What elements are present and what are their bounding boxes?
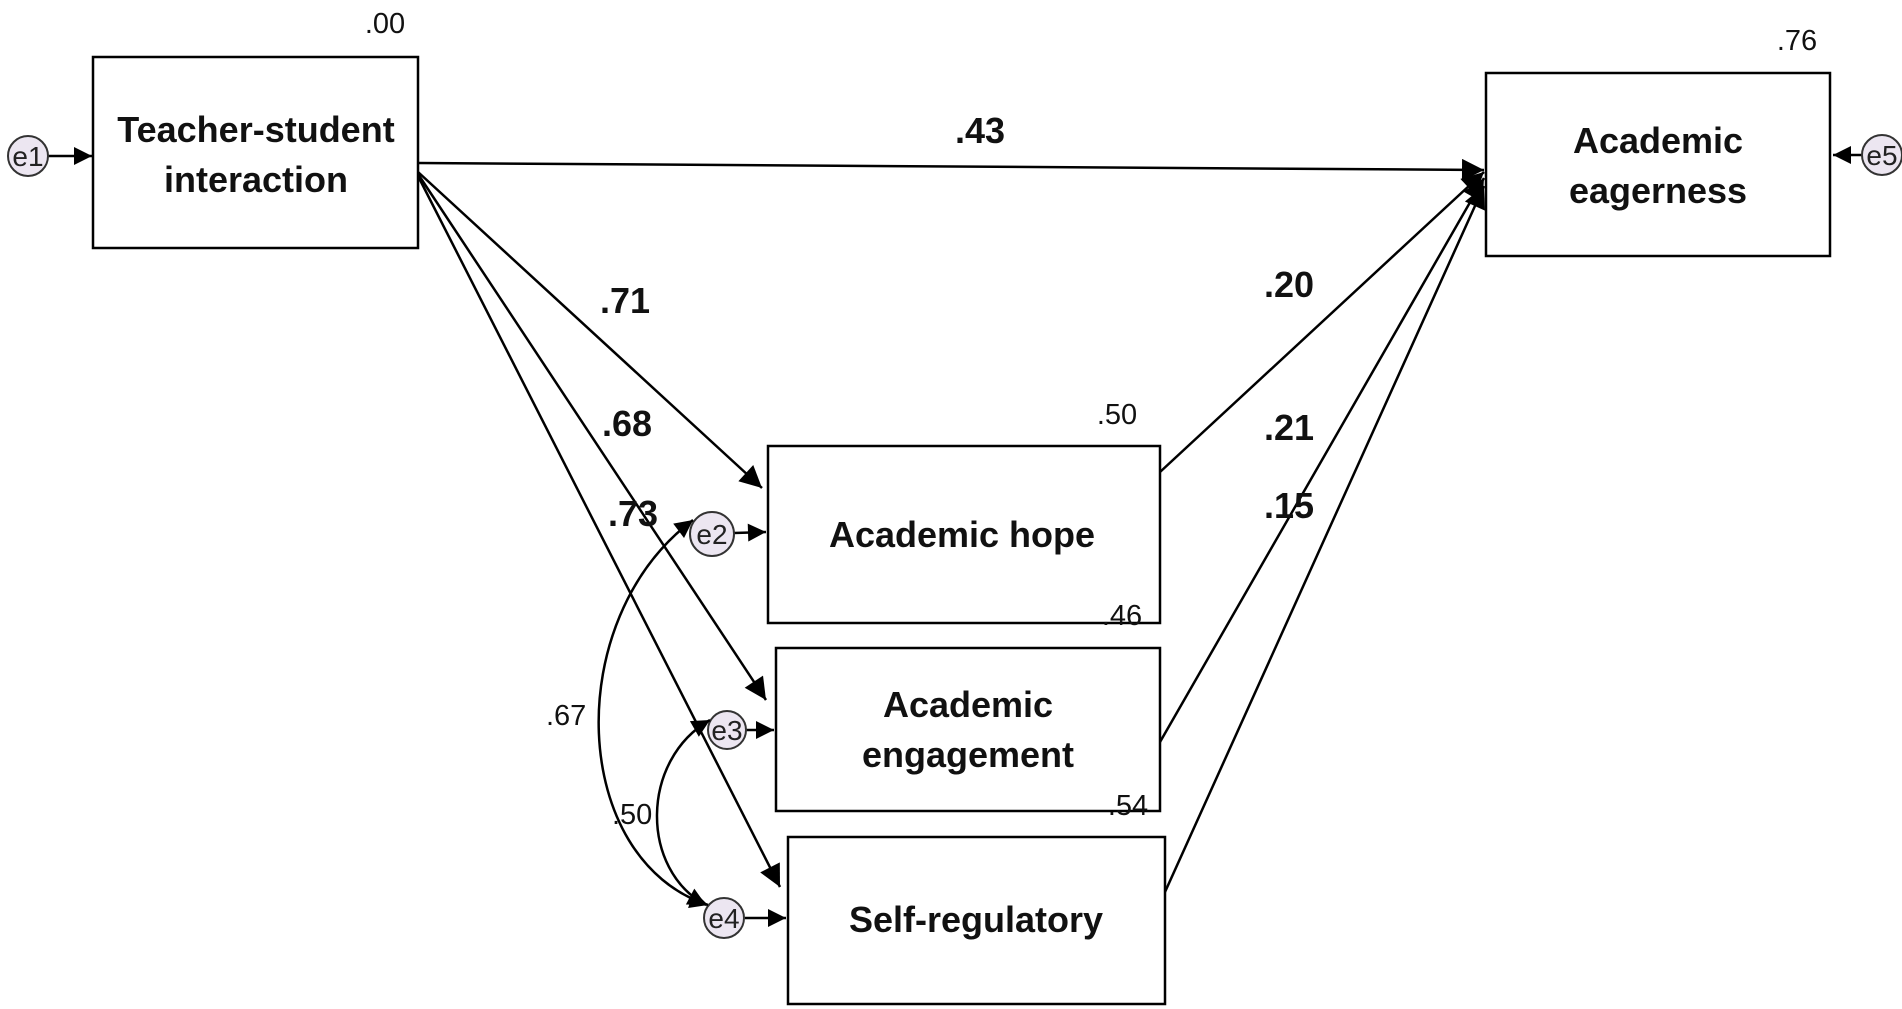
node-academic-hope: Academic hope .50 (766, 399, 1162, 625)
teacher-student-r2: .00 (365, 8, 405, 40)
error-e5-label: e5 (1866, 140, 1897, 171)
structural-paths (416, 158, 1486, 893)
error-e5 (1861, 134, 1902, 176)
error-e4 (703, 897, 745, 939)
node-academic-engagement: Academic engagement .46 (774, 600, 1162, 813)
coef-ts-to-engagement: .68 (602, 403, 652, 444)
node-eagerness: Academic eagerness .76 (1484, 25, 1832, 258)
eagerness-label-2: eagerness (1569, 170, 1747, 211)
academic-engagement-label-2: engagement (862, 734, 1074, 775)
path-ts-to-engagement (416, 173, 768, 701)
path-hope-to-eagerness (1159, 171, 1485, 473)
path-engagement-to-eagerness (1158, 177, 1486, 743)
path-selfreg-to-eagerness (1163, 185, 1486, 893)
path-ts-to-hope (417, 171, 763, 489)
covariance-labels: .67 .50 (546, 700, 652, 831)
academic-engagement-label-1: Academic (883, 684, 1053, 725)
teacher-student-label-1: Teacher-student (117, 109, 394, 150)
coef-hope-to-eagerness: .20 (1264, 264, 1314, 305)
self-regulatory-label: Self-regulatory (849, 899, 1103, 940)
coef-ts-to-selfreg: .73 (608, 493, 658, 534)
academic-engagement-r2: .46 (1102, 600, 1142, 632)
covariance-e3-e4 (655, 718, 711, 907)
eagerness-r2: .76 (1777, 25, 1817, 57)
e2-arrow (733, 523, 767, 542)
academic-hope-r2: .50 (1097, 399, 1137, 431)
coef-engagement-to-eagerness: .21 (1264, 407, 1314, 448)
eagerness-label-1: Academic (1573, 120, 1743, 161)
teacher-student-label-2: interaction (164, 159, 348, 200)
error-terms: e1 e5 e2 e3 e4 (7, 134, 1902, 939)
node-self-regulatory: Self-regulatory .54 (786, 790, 1167, 1006)
path-ts-to-selfreg (416, 175, 782, 888)
cov-e3-e4-label: .50 (612, 799, 652, 831)
coef-ts-to-hope: .71 (600, 280, 650, 321)
academic-hope-label: Academic hope (829, 514, 1095, 555)
covariance-e2-e4 (597, 519, 709, 908)
error-e2-label: e2 (696, 519, 727, 550)
error-e3-label: e3 (711, 715, 742, 746)
self-regulatory-r2: .54 (1108, 790, 1148, 822)
coef-selfreg-to-eagerness: .15 (1264, 485, 1314, 526)
path-ts-to-eagerness (417, 158, 1485, 181)
node-teacher-student: Teacher-student interaction .00 (91, 8, 420, 250)
error-e4-label: e4 (708, 903, 739, 934)
cov-e2-e4-label: .67 (546, 700, 586, 732)
coef-ts-to-eagerness: .43 (955, 110, 1005, 151)
error-e1-label: e1 (12, 141, 43, 172)
error-e1 (7, 135, 49, 177)
path-coefficients: .43 .71 .68 .73 .20 .21 .15 (600, 110, 1314, 534)
